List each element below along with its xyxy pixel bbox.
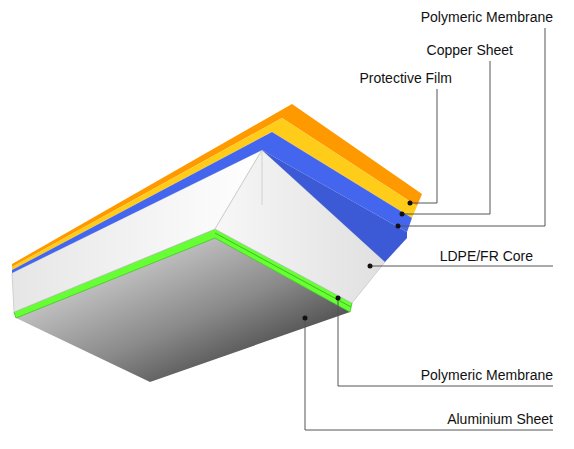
part-label: Polymeric Membrane [421, 9, 553, 25]
film-layer [262, 150, 407, 262]
leader-dots [303, 201, 413, 321]
part-label: Protective Film [359, 70, 452, 86]
film-layer [12, 132, 412, 273]
core-edge [262, 150, 263, 205]
part-label: Polymeric Membrane [421, 367, 553, 383]
leader-lines [305, 28, 553, 430]
part-label: Aluminium Sheet [447, 411, 553, 427]
part-label: Copper Sheet [427, 42, 513, 58]
part-label: LDPE/FR Core [440, 248, 533, 264]
